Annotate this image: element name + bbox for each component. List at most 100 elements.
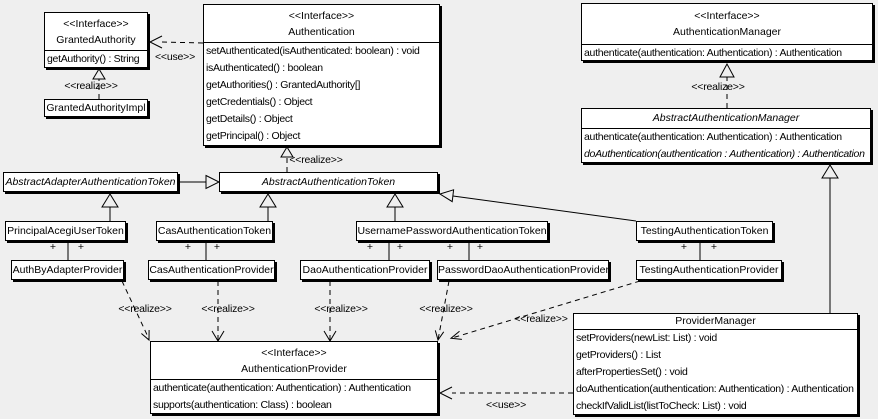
- use-stereotype-label: <<use>>: [485, 399, 527, 411]
- class-name: GrantedAuthority: [56, 34, 136, 46]
- realize-stereotype-label: <<realize>>: [118, 303, 172, 315]
- method: doAuthentication(authentication: Authent…: [576, 383, 854, 395]
- class-abstract-authentication-manager: AbstractAuthenticationManager authentica…: [581, 108, 871, 163]
- edge-gen-providermanager: [821, 164, 839, 313]
- hollow-triangle-icon: [719, 62, 735, 78]
- hollow-triangle-icon: [259, 193, 277, 208]
- association-visibility-label: +: [213, 241, 221, 253]
- class-title: <<Interface>> GrantedAuthority: [45, 13, 147, 51]
- method-compartment: authenticate(authentication: Authenticat…: [582, 45, 872, 62]
- class-name: CasAuthenticationToken: [157, 225, 272, 237]
- class-name: TestingAuthenticationToken: [640, 225, 769, 237]
- method: authenticate(authentication: Authenticat…: [153, 382, 411, 394]
- association-visibility-label: +: [396, 241, 404, 253]
- edge-use-authentication-grantedauthority: [148, 35, 204, 49]
- class-name: AbstractAdapterAuthenticationToken: [5, 176, 176, 188]
- class-title: <<Interface>> AuthenticationProvider: [151, 342, 437, 380]
- class-name: AuthByAdapterProvider: [12, 264, 123, 276]
- method: checkIfValidList(listToCheck: List) : vo…: [576, 400, 747, 412]
- realize-stereotype-label: <<realize>>: [289, 154, 343, 166]
- edge-gen-usernamepasswordtoken: [386, 193, 404, 221]
- realize-stereotype-label: <<realize>>: [514, 313, 568, 325]
- method-compartment: getAuthority() : String: [45, 51, 147, 68]
- realize-stereotype-label: <<realize>>: [201, 303, 255, 315]
- method: setAuthenticated(isAuthenticated: boolea…: [206, 45, 420, 57]
- class-provider-manager: ProviderManager setProviders(newList: Li…: [573, 313, 858, 415]
- class-authentication: <<Interface>> Authentication setAuthenti…: [203, 4, 440, 146]
- class-authentication-manager: <<Interface>> AuthenticationManager auth…: [581, 3, 873, 61]
- method-compartment: setAuthenticated(isAuthenticated: boolea…: [204, 43, 439, 145]
- edge-gen-principalacegiusertoken: [101, 193, 119, 221]
- method: getAuthority() : String: [47, 53, 140, 65]
- class-title: <<Interface>> AuthenticationManager: [582, 4, 872, 45]
- stereotype-label: <<Interface>>: [261, 347, 327, 359]
- class-abstract-authentication-token: AbstractAuthenticationToken: [219, 172, 438, 192]
- realize-stereotype-label: <<realize>>: [314, 303, 368, 315]
- class-testing-authentication-token: TestingAuthenticationToken: [636, 221, 773, 241]
- association-visibility-label: +: [476, 241, 484, 253]
- association-visibility-label: +: [446, 241, 454, 253]
- method-compartment: authenticate(authentication: Authenticat…: [582, 129, 870, 163]
- method: afterPropertiesSet() : void: [576, 366, 688, 378]
- class-name: GrantedAuthorityImpl: [46, 102, 146, 114]
- open-arrowhead-icon: [434, 330, 445, 342]
- hollow-triangle-icon: [205, 174, 221, 190]
- stereotype-label: <<Interface>>: [288, 10, 355, 22]
- class-auth-by-adapter-provider: AuthByAdapterProvider: [11, 260, 124, 280]
- open-arrowhead-icon: [211, 330, 225, 342]
- hollow-triangle-icon: [386, 193, 404, 208]
- realize-stereotype-label: <<realize>>: [64, 80, 118, 92]
- class-granted-authority: <<Interface>> GrantedAuthority getAuthor…: [44, 12, 148, 68]
- method: getProviders() : List: [576, 349, 661, 361]
- class-authentication-provider: <<Interface>> AuthenticationProvider aut…: [150, 341, 438, 414]
- class-name: AuthenticationManager: [673, 26, 781, 38]
- realize-stereotype-label: <<realize>>: [419, 303, 473, 315]
- hollow-triangle-icon: [821, 164, 839, 179]
- association-visibility-label: +: [77, 241, 85, 253]
- method: authenticate(authentication: Authenticat…: [584, 131, 842, 143]
- stereotype-label: <<Interface>>: [694, 10, 760, 22]
- method-compartment: setProviders(newList: List) : void getPr…: [574, 330, 857, 415]
- method: getCredentials() : Object: [206, 96, 313, 108]
- hollow-triangle-icon: [92, 68, 106, 80]
- class-testing-authentication-provider: TestingAuthenticationProvider: [636, 260, 782, 280]
- method: setProviders(newList: List) : void: [576, 332, 717, 344]
- hollow-triangle-icon: [101, 193, 119, 208]
- association-visibility-label: +: [184, 241, 192, 253]
- edge-line: [161, 41, 204, 44]
- realize-stereotype-label: <<realize>>: [691, 81, 745, 93]
- method: authenticate(authentication: Authenticat…: [584, 47, 842, 59]
- open-arrowhead-icon: [141, 329, 150, 342]
- class-name: PrincipalAcegiUserToken: [7, 225, 124, 237]
- edge-gen-testingtoken: [438, 189, 637, 222]
- class-name: ProviderManager: [675, 315, 756, 327]
- stereotype-label: <<Interface>>: [63, 18, 129, 30]
- edge-use-providermanager: [438, 386, 573, 400]
- class-name: AbstractAuthenticationManager: [652, 112, 800, 124]
- class-dao-authentication-provider: DaoAuthenticationProvider: [300, 260, 430, 280]
- use-stereotype-label: <<use>>: [154, 51, 196, 63]
- class-name: CasAuthenticationProvider: [149, 264, 274, 276]
- method: getAuthorities() : GrantedAuthority[]: [206, 79, 361, 91]
- class-name: UsernamePasswordAuthenticationToken: [357, 225, 547, 237]
- class-name: AbstractAuthenticationToken: [261, 176, 396, 188]
- method: getDetails() : Object: [206, 113, 293, 125]
- edge-gen-casauthenticationtoken: [259, 193, 277, 221]
- class-name: Authentication: [288, 26, 355, 38]
- class-name: TestingAuthenticationProvider: [639, 264, 779, 276]
- association-visibility-label: +: [366, 241, 374, 253]
- class-password-dao-authentication-provider: PasswordDaoAuthenticationProvider: [437, 260, 609, 280]
- open-arrowhead-icon: [148, 35, 163, 49]
- association-visibility-label: +: [49, 241, 57, 253]
- method: doAuthentication(authentication : Authen…: [584, 148, 865, 160]
- hollow-triangle-icon: [438, 189, 455, 203]
- class-title: <<Interface>> Authentication: [204, 5, 439, 43]
- open-arrowhead-icon: [438, 386, 453, 400]
- open-arrowhead-icon: [323, 330, 337, 342]
- edge-gen-abstractadaptertoken: [180, 174, 221, 190]
- class-cas-authentication-token: CasAuthenticationToken: [156, 221, 273, 241]
- class-title: AbstractAuthenticationManager: [582, 109, 870, 129]
- class-granted-authority-impl: GrantedAuthorityImpl: [44, 99, 148, 117]
- association-visibility-label: +: [680, 241, 688, 253]
